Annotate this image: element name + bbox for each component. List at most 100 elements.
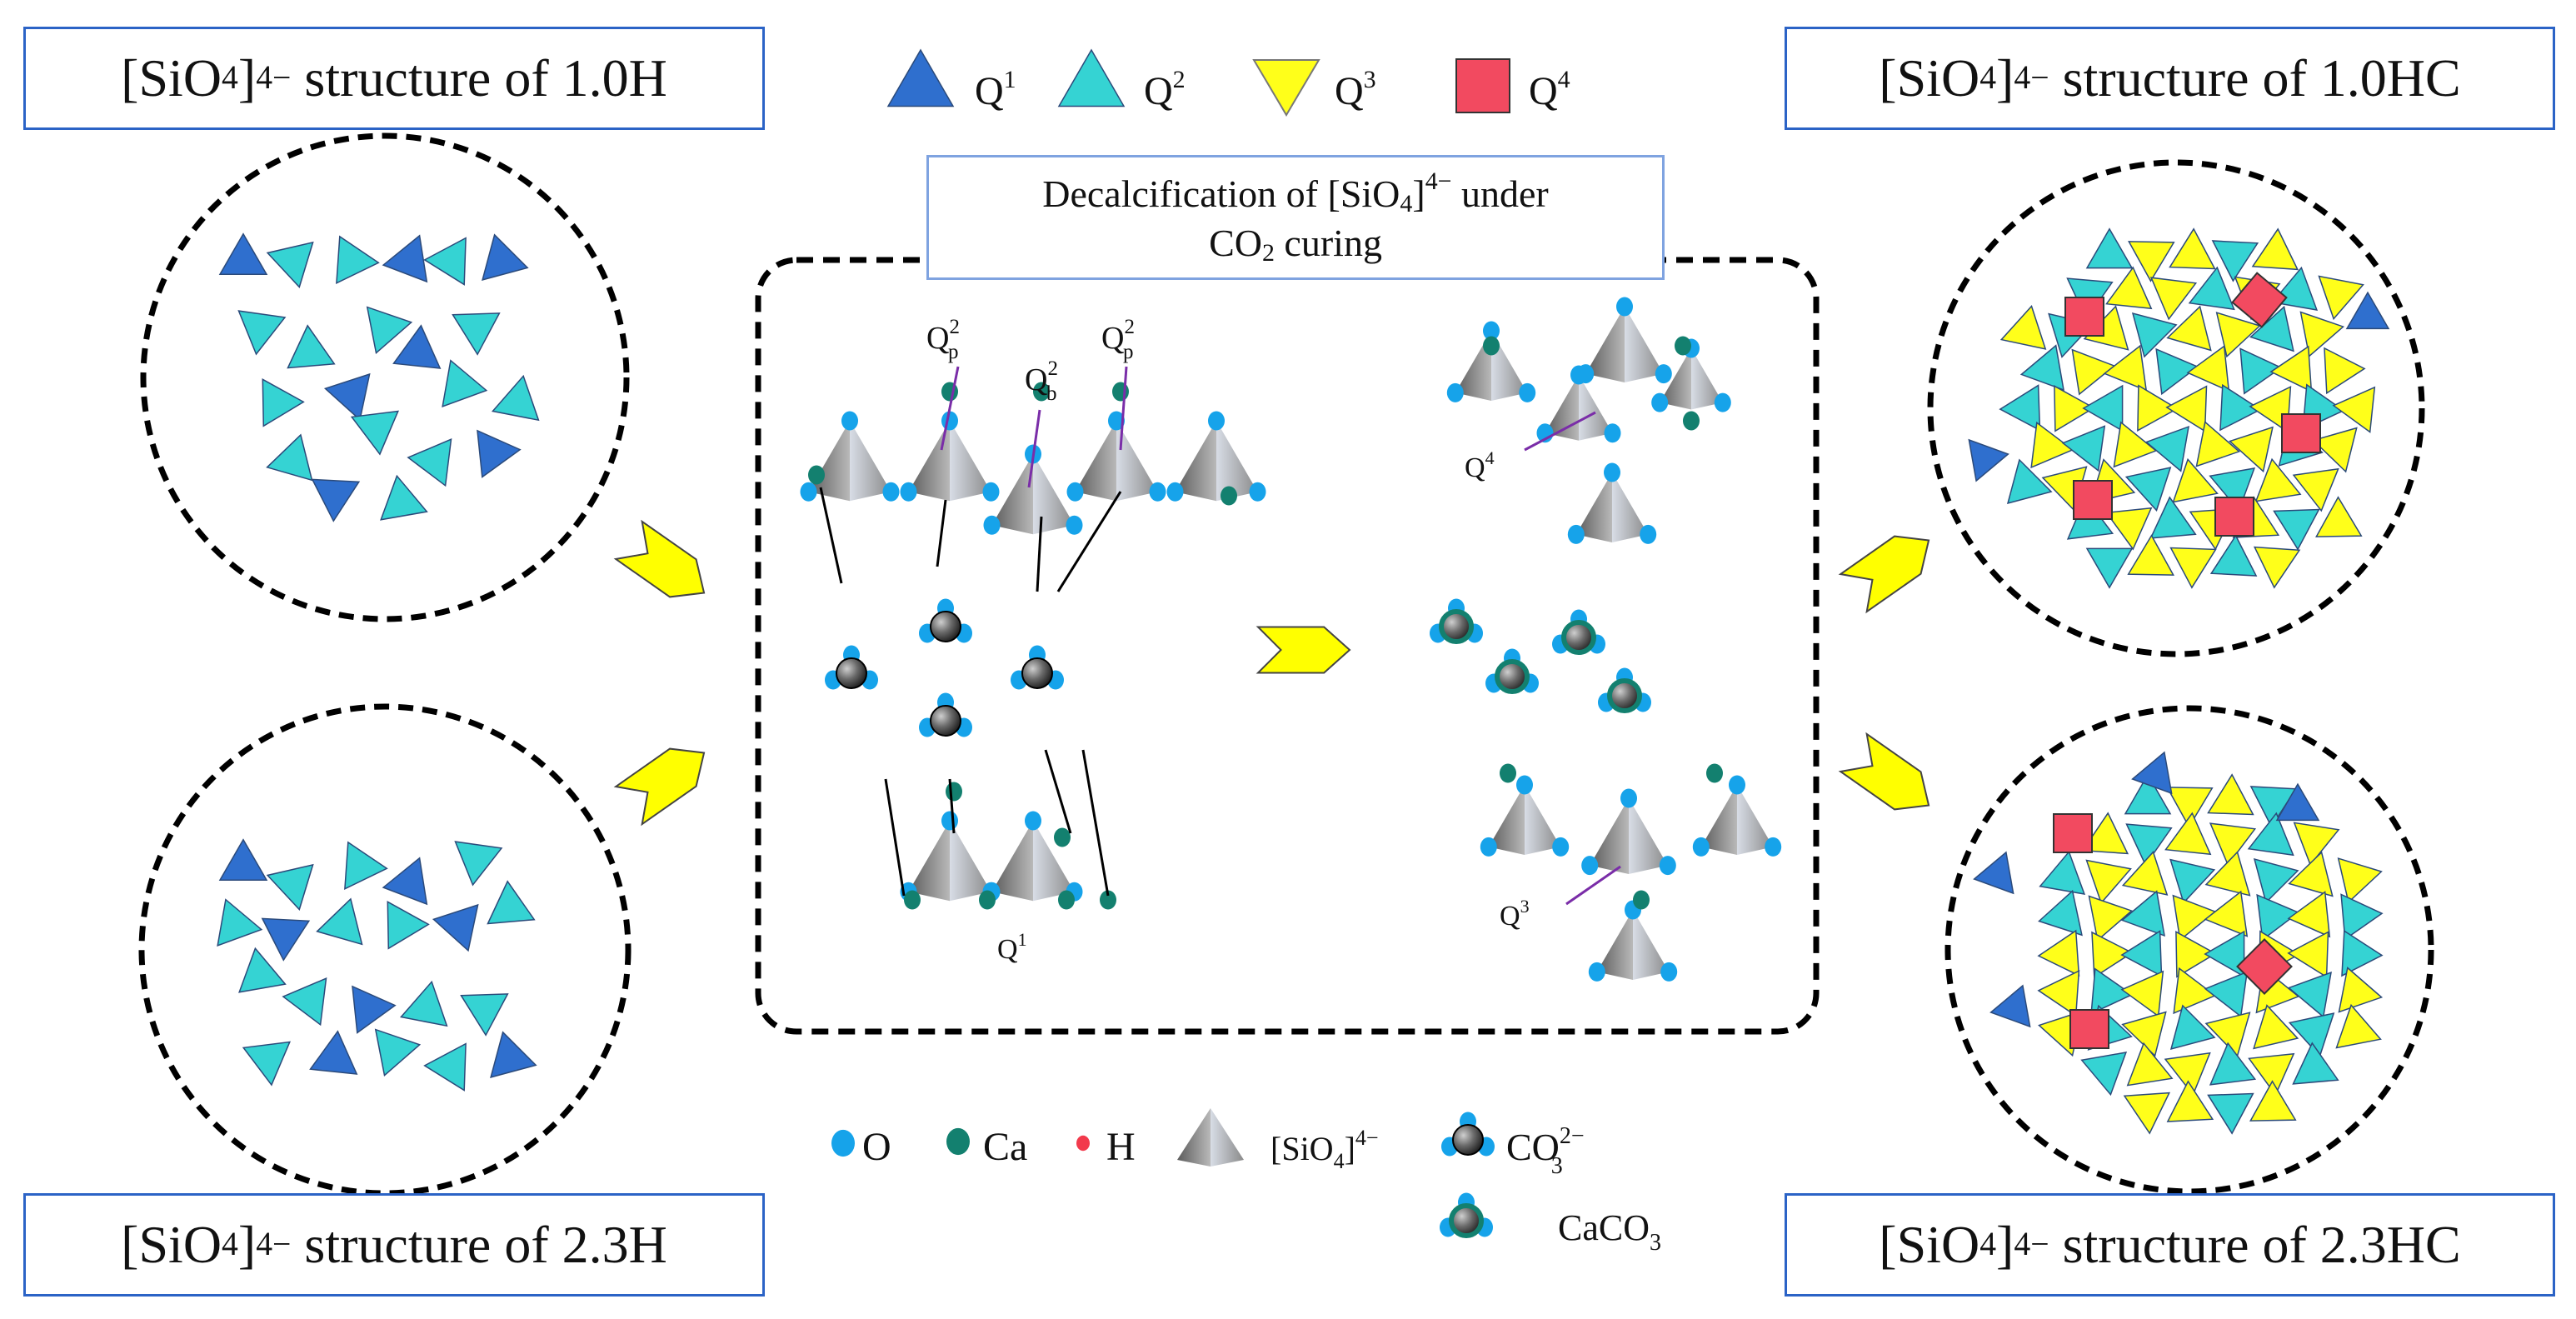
triangle-2-3hc [2120,890,2165,937]
triangle-2-3h [352,985,397,1034]
triangle-1-0hc [2127,534,2174,576]
oxygen-atom [1249,482,1266,502]
triangle-1-0h [477,429,522,478]
triangle-1-0hc [2253,546,2301,589]
triangle-2-3hc [2166,787,2214,828]
annotation-q4: Q4 [1465,447,1495,483]
triangle-1-0hc [1999,305,2047,350]
oxygen-atom [1480,837,1497,857]
triangle-1-0h [407,438,452,487]
yellow-flow-arrows [613,519,1930,827]
oxygen-atom [1604,462,1620,482]
legend-carbonate-icon [1452,1124,1484,1156]
triangle-1-0hc [2030,421,2074,469]
triangle-2-3hc [2204,971,2249,1018]
triangle-1-0h [266,241,314,288]
legend-q4-label: Q4 [1529,66,1570,113]
legend-carbonate-label: CO2−3 [1506,1123,1585,1179]
oxygen-atom [1729,775,1745,795]
triangle-1-0hc [2165,385,2208,432]
triangle-1-0hc [1999,384,2041,432]
legend-q1-triangle [886,48,955,107]
oxygen-atom [982,482,1000,502]
oxygen-atom [1483,321,1500,341]
legend-calcium-icon [946,1127,970,1156]
title-line-1: Decalcification of [SiO4]4− under [1042,167,1549,218]
triangle-1-0hc [2082,384,2124,432]
triangle-2-3hc [2121,1011,2167,1057]
oxygen-atom [1108,411,1125,431]
calcium-atom [1112,382,1129,402]
migration-arrow [884,778,906,897]
sio4-tetrahedron [1737,785,1774,855]
legend-caco3-icon [1449,1203,1484,1238]
triangle-1-0h [482,233,529,281]
carbonate-ion [930,611,961,642]
legend-q4-square [1455,58,1510,113]
annotation-pointer [1565,865,1621,906]
sio4-tetrahedron [1660,348,1691,410]
sio4-tetrahedron [1633,910,1670,980]
triangle-2-3hc [2253,857,2299,904]
triangle-1-0hc [2144,425,2189,472]
annotation-pointer [1524,411,1596,452]
triangle-1-0hc [2292,467,2339,512]
triangle-2-3hc [2292,1042,2339,1085]
triangle-2-3hc [2293,822,2340,867]
triangle-2-3h [432,903,479,952]
oxygen-atom [1025,811,1041,831]
square-q4-1-0hc [2231,272,2288,328]
triangle-2-3hc [2173,967,2217,1015]
legend-calcium-label: Ca [983,1125,1027,1169]
migration-arrow [1056,491,1122,592]
triangle-2-3hc [2247,812,2294,857]
triangle-2-3hc [2287,931,2329,978]
triangle-1-0hc [2149,496,2197,539]
triangle-2-3hc [2169,1004,2216,1051]
triangle-1-0hc [2229,426,2274,473]
triangle-1-0hc [2054,385,2095,432]
triangle-2-3h [238,947,287,993]
triangle-1-0hc [2061,425,2106,472]
triangle-1-0h [380,474,428,521]
calcium-atom [1221,486,1237,506]
triangle-1-0hc [2169,227,2216,270]
square-q4-1-0hc [2064,297,2104,337]
sio4-tetrahedron [1491,331,1528,401]
triangle-1-0h [311,478,361,522]
sio4-tetrahedron [1585,307,1625,382]
triangle-1-0h [382,234,428,283]
sio4-tetrahedron [1625,307,1664,382]
arrow-center-to-2-3hc [1838,732,1930,811]
circle-2-3hc [1944,705,2434,1195]
sio4-tetrahedron [1075,421,1116,502]
triangle-1-0hc [2312,427,2358,473]
triangle-2-3hc [2125,823,2173,867]
molecular-structures [800,297,1782,1238]
oxygen-atom [1714,392,1731,412]
triangle-1-0hc [2019,344,2064,392]
triangle-1-0h [442,359,488,407]
triangle-2-3hc [2039,850,2086,895]
triangle-2-3hc [2037,929,2080,977]
sio4-tetrahedron [1691,348,1723,410]
triangle-2-3hc [2253,1004,2299,1050]
triangle-2-3hc [2287,891,2331,938]
triangle-1-0hc [2071,348,2116,396]
triangle-1-0hc [2149,277,2198,321]
calcium-atom [1633,890,1650,910]
triangle-2-3h [218,838,268,881]
sio4-tetrahedron [950,821,991,902]
oxygen-atom [1519,382,1536,402]
oxygen-atom [1166,482,1184,502]
triangle-1-0h [392,324,442,369]
oxygen-atom [1446,382,1464,402]
annotation-q1: Q1 [997,929,1027,965]
title-line-2: CO2 curing [1209,222,1382,267]
arrow-center-step [1256,626,1351,674]
triangle-2-3hc [2204,851,2251,897]
